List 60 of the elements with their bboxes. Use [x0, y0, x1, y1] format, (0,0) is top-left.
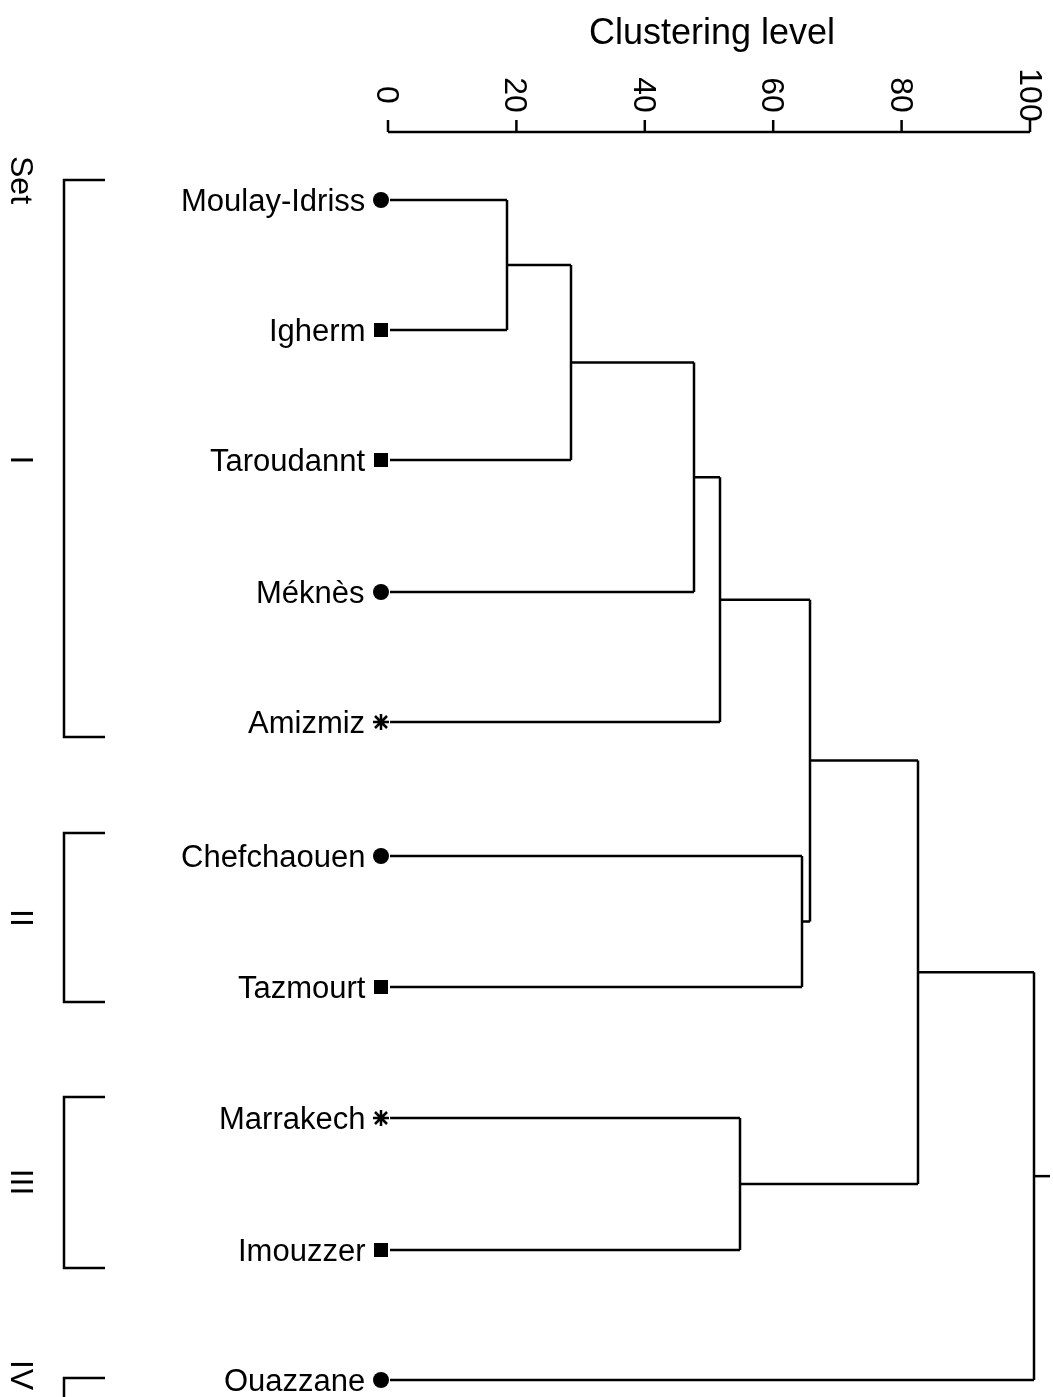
square-marker [374, 453, 388, 467]
dendrogram-branch [390, 198, 507, 202]
square-marker [374, 323, 388, 337]
site-name: Méknès [256, 576, 365, 608]
dendrogram-branch [390, 328, 507, 332]
axis-tick-label: 0 [371, 86, 404, 104]
dendrogram-branch [390, 458, 571, 462]
set-numeral: I [5, 455, 38, 465]
dendrogram-branch [810, 759, 918, 762]
asterisk-marker [371, 1108, 391, 1128]
circle-marker [373, 584, 389, 600]
site-name: Imouzzer [238, 1234, 366, 1266]
site-name: Chefchaouen [181, 840, 366, 872]
dendrogram-branch [390, 985, 802, 989]
dendrogram-branch [390, 720, 720, 724]
dendrogram-branch [390, 590, 694, 594]
circle-marker [373, 1372, 389, 1388]
square-marker [374, 1243, 388, 1257]
axis-tick-label: 20 [500, 77, 533, 113]
axis-tick-label: 100 [1014, 68, 1047, 122]
set-numeral: IV [6, 1359, 39, 1391]
site-name: Taroudannt [210, 444, 366, 476]
set-numeral: III [5, 1168, 38, 1196]
site-name: Amizmiz [248, 706, 366, 738]
dendrogram-branch [390, 1248, 740, 1252]
set-numeral: II [5, 909, 38, 927]
dendrogram-branch [720, 598, 810, 601]
merge-bar [569, 265, 573, 460]
axis-tick-label: 40 [628, 77, 661, 113]
site-name: Tazmourt [238, 971, 366, 1003]
site-name: Moulay-Idriss [181, 184, 366, 216]
dendrogram-branch [1034, 1174, 1050, 1178]
merge-bar [692, 362, 696, 592]
circle-marker [373, 192, 389, 208]
merge-bar [808, 599, 812, 922]
merge-bar [916, 760, 920, 1184]
square-marker [374, 980, 388, 994]
dendrogram-branch [507, 263, 571, 267]
dendrogram-branch [918, 971, 1034, 974]
merge-bar [1032, 972, 1036, 1380]
site-name: Igherm [269, 314, 366, 346]
dendrogram-branch [390, 1378, 1034, 1382]
asterisk-marker [371, 712, 391, 732]
axis-tick-label: 60 [757, 77, 789, 113]
dendrogram-branch [740, 1182, 918, 1186]
site-name: Ouazzane [224, 1364, 366, 1396]
dendrogram-branch [802, 920, 810, 923]
set-heading: Set [6, 156, 38, 204]
merge-bar [505, 200, 509, 330]
dendrogram-branch [571, 361, 694, 364]
axis-tick-label: 80 [885, 77, 918, 113]
merge-bar [718, 477, 722, 722]
dendrogram-branch [390, 1116, 740, 1120]
site-name: Marrakech [219, 1102, 366, 1134]
dendrogram-branch [390, 854, 802, 858]
circle-marker [373, 848, 389, 864]
axis-title: Clustering level [589, 14, 836, 50]
dendrogram-branch [694, 476, 720, 479]
merge-bar [800, 856, 804, 987]
merge-bar [738, 1118, 742, 1250]
